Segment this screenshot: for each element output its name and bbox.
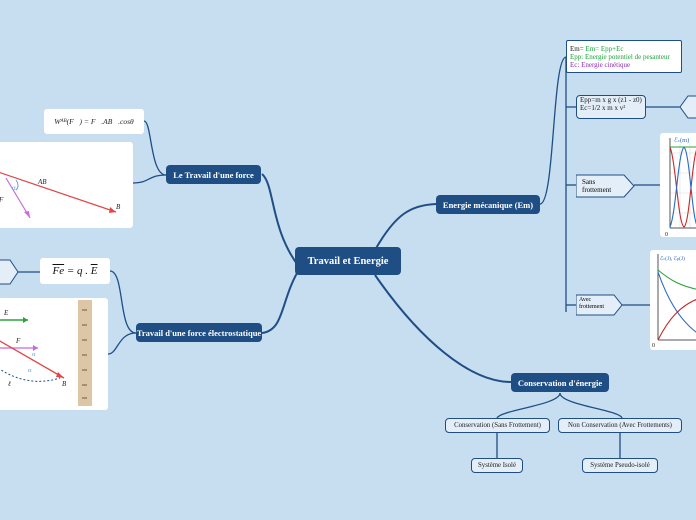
electro-diagram: E F α α ℓ B xyxy=(0,300,92,406)
electro-lhs: Fe xyxy=(52,265,65,277)
avec-label-1: Avec xyxy=(579,297,592,303)
conservation-sans-node[interactable]: Conservation (Sans Frottement) xyxy=(445,418,550,433)
graph2-origin: 0 xyxy=(652,343,655,349)
systeme-isole-label: Système Isolé xyxy=(478,462,516,469)
vec-f-label: F xyxy=(0,196,4,204)
branch-work-force-label: Le Travail d'une force xyxy=(173,169,254,180)
alpha-label: α xyxy=(12,184,16,192)
epp-line-2: Ec=1/2 x m x v² xyxy=(580,104,626,112)
force-diagram-card[interactable]: AB B α F xyxy=(0,142,133,228)
vec-f-label-2: F xyxy=(15,337,21,345)
work-formula-rest: (F⃗) = F⃗.AB⃗.cosθ xyxy=(66,117,134,126)
vec-e-label: E xyxy=(3,309,9,317)
epp-card[interactable]: Epp=m x g x (z1 - z0) Ec=1/2 x m x v² xyxy=(576,95,646,119)
vec-ab-label: AB xyxy=(37,178,47,186)
avec-label-2: frottement xyxy=(579,304,604,310)
avec-frottement-node[interactable]: Avec frottement xyxy=(576,294,624,316)
graph1-label: ℰc(m) xyxy=(674,136,689,144)
epp-arrow-node[interactable] xyxy=(679,95,696,124)
epp-line-1: Epp=m x g x (z1 - z0) xyxy=(580,96,642,104)
branch-energy-mech[interactable]: Energie mécanique (Em) xyxy=(436,195,540,214)
sans-frottement-node[interactable]: Sans frottement xyxy=(576,174,636,198)
left-arrow-node[interactable] xyxy=(0,259,20,290)
conservation-sans-label: Conservation (Sans Frottement) xyxy=(454,422,541,429)
sans-label-1: Sans xyxy=(582,178,596,186)
graph-avec-frottement[interactable]: ℰc(J), ℰp(J) 0 xyxy=(650,250,696,350)
graph-avec-svg: ℰc(J), ℰp(J) 0 xyxy=(652,254,696,349)
graph1-origin: 0 xyxy=(665,232,668,237)
conservation-non-node[interactable]: Non Conservation (Avec Frottements) xyxy=(558,418,682,433)
electro-diagram-card[interactable]: E F α α ℓ B xyxy=(0,298,108,410)
central-label: Travail et Energie xyxy=(307,255,389,267)
branch-energy-mech-label: Energie mécanique (Em) xyxy=(442,199,534,210)
central-node[interactable]: Travail et Energie xyxy=(295,247,401,275)
alpha-label-1: α xyxy=(32,351,36,358)
alpha-label-2: α xyxy=(28,367,32,374)
point-b-label: B xyxy=(116,203,121,211)
point-b-label-2: B xyxy=(62,380,67,388)
em-line-1-text: Em= Epp+Ec xyxy=(585,44,624,53)
em-line-1: Em= Em= Epp+Ec xyxy=(570,44,624,53)
em-definition-card[interactable]: Em= Em= Epp+Ec Epp: Energie potentiel de… xyxy=(566,40,682,73)
systeme-pseudo-label: Système Pseudo-isolé xyxy=(590,462,650,469)
branch-work-electro[interactable]: Travail d'une force électrostatique xyxy=(136,323,262,342)
branch-work-force[interactable]: Le Travail d'une force xyxy=(166,165,261,184)
electro-rhs: E xyxy=(90,265,98,277)
sans-label-2: frottement xyxy=(582,186,612,194)
branch-work-electro-label: Travail d'une force électrostatique xyxy=(136,327,262,338)
systeme-pseudo-node[interactable]: Système Pseudo-isolé xyxy=(582,458,658,473)
em-line-2: Epp: Energie potentiel de pesanteur xyxy=(570,52,670,61)
ell-label: ℓ xyxy=(7,380,11,388)
work-formula-sub: AB xyxy=(60,119,67,124)
conservation-non-label: Non Conservation (Avec Frottements) xyxy=(568,422,672,429)
electro-formula-card[interactable]: Fe = q . E xyxy=(40,258,110,284)
graph2-label: ℰc(J), ℰp(J) xyxy=(660,255,685,262)
graph-sans-svg: ℰc(m) 0 xyxy=(665,136,696,238)
em-line-3: Ec: Energie cinétique xyxy=(570,60,631,69)
branch-conservation[interactable]: Conservation d'énergie xyxy=(511,373,609,392)
systeme-isole-node[interactable]: Système Isolé xyxy=(471,458,523,473)
electro-eq: = q . xyxy=(66,265,89,277)
branch-conservation-label: Conservation d'énergie xyxy=(517,377,603,388)
graph-sans-frottement[interactable]: ℰc(m) 0 xyxy=(660,133,696,238)
force-diagram: AB B α F xyxy=(0,172,121,219)
work-formula-w: W xyxy=(54,117,61,126)
